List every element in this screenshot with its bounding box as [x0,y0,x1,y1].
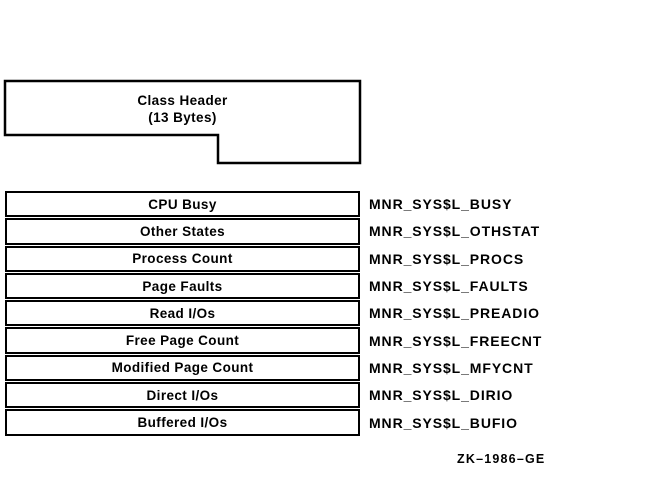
symbol-label-mfycnt: MNR_SYS$L_MFYCNT [369,359,534,376]
field-row-page-faults: Page Faults [5,272,360,300]
symbol-label-preadio: MNR_SYS$L_PREADIO [369,305,540,322]
field-row-direct-ios: Direct I/Os [5,382,360,409]
field-row-cpu-busy: CPU Busy [5,191,360,218]
field-label: Direct I/Os [146,387,219,403]
field-label: Read I/Os [149,305,216,321]
field-label: Other States [139,223,226,239]
symbol-label-othstat: MNR_SYS$L_OTHSTAT [369,223,541,240]
class-header-line2: (13 Bytes) [148,110,217,125]
field-row-modified-page-count: Modified Page Count [5,354,360,382]
record-fields-table: CPU Busy Other States Process Count Page… [5,191,360,436]
field-row-process-count: Process Count [5,245,360,272]
field-row-free-page-count: Free Page Count [5,327,360,354]
class-header-label: Class Header (13 Bytes) [5,92,360,126]
field-row-buffered-ios: Buffered I/Os [5,409,360,436]
field-label: Process Count [132,251,233,267]
symbol-names-column: MNR_SYS$L_BUSY MNR_SYS$L_OTHSTAT MNR_SYS… [364,191,654,436]
symbol-label-freecnt: MNR_SYS$L_FREECNT [369,332,543,349]
symbol-label-procs: MNR_SYS$L_PROCS [369,250,525,267]
symbol-label-faults: MNR_SYS$L_FAULTS [369,278,529,295]
field-label: Page Faults [142,278,223,294]
field-label: Buffered I/Os [137,415,228,431]
symbol-label-busy: MNR_SYS$L_BUSY [369,196,513,213]
class-header-line1: Class Header [137,93,228,108]
field-label: Modified Page Count [111,360,254,376]
figure-id: ZK–1986–GE [457,452,546,466]
field-row-read-ios: Read I/Os [5,300,360,327]
symbol-label-dirio: MNR_SYS$L_DIRIO [369,387,514,404]
field-label: Free Page Count [125,333,240,349]
field-row-other-states: Other States [5,218,360,245]
field-label: CPU Busy [148,196,217,212]
symbol-label-bufio: MNR_SYS$L_BUFIO [369,414,518,431]
